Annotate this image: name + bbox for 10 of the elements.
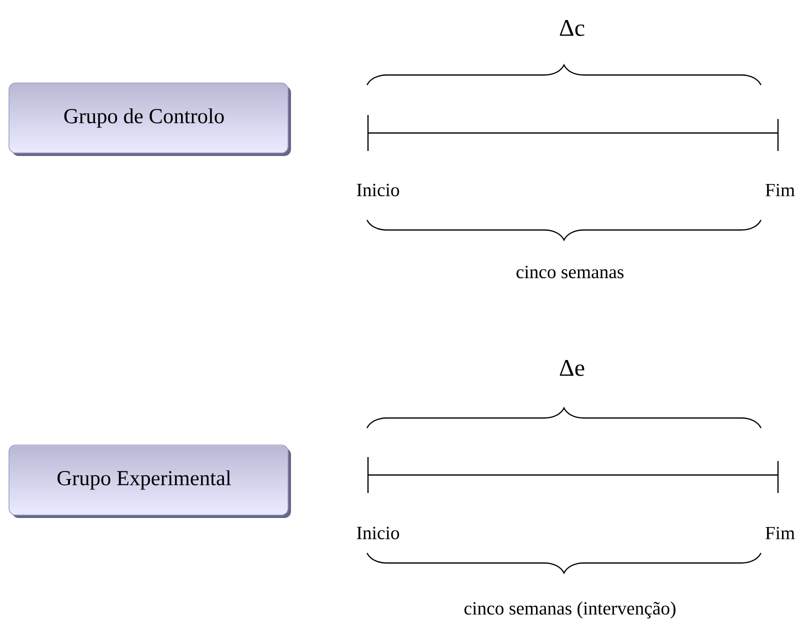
duration-label: cinco semanas (intervenção) xyxy=(464,602,676,618)
group-box: Grupo de Controlo xyxy=(8,82,291,156)
delta-label: Δc xyxy=(560,20,584,36)
end-label: Fim xyxy=(766,526,795,540)
group-box: Grupo Experimental xyxy=(8,444,291,518)
start-label: Inicio xyxy=(356,184,400,196)
end-label: Fim xyxy=(766,184,795,196)
delta-label: Δe xyxy=(560,360,584,376)
start-label: Inicio xyxy=(356,526,400,540)
duration-label: cinco semanas xyxy=(516,266,624,278)
